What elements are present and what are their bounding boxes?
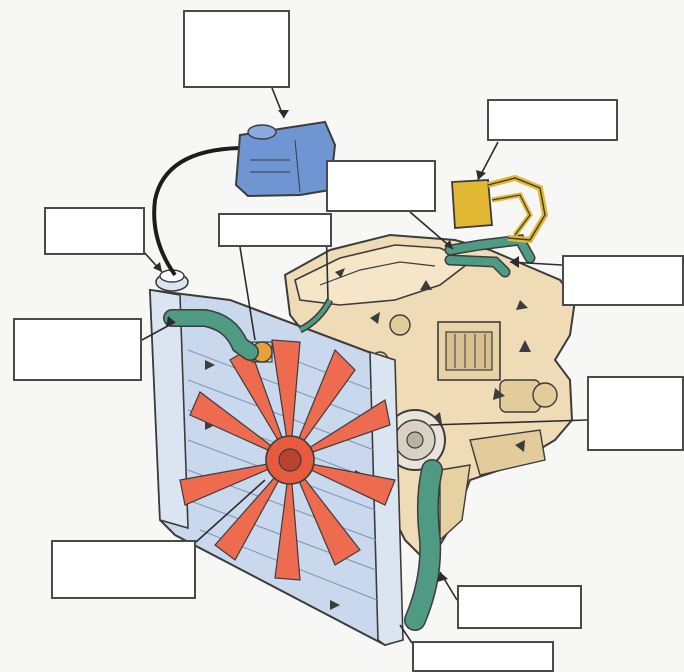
bypass-hose-label[interactable] xyxy=(562,255,684,306)
heater-core-label[interactable] xyxy=(487,99,618,141)
heater-core xyxy=(452,178,545,240)
coolant-reservoir xyxy=(236,122,335,196)
heater-hose-label[interactable] xyxy=(326,160,436,212)
lower-hose-label[interactable] xyxy=(457,585,582,629)
water-pump-label[interactable] xyxy=(587,376,684,451)
upper-hose-label[interactable] xyxy=(13,318,142,381)
radiator-cap-label[interactable] xyxy=(44,207,145,255)
fan-label[interactable] xyxy=(51,540,196,599)
coolant-reservoir-label[interactable] xyxy=(183,10,290,88)
thermostat-label[interactable] xyxy=(218,213,332,247)
radiator-label[interactable] xyxy=(412,641,554,672)
